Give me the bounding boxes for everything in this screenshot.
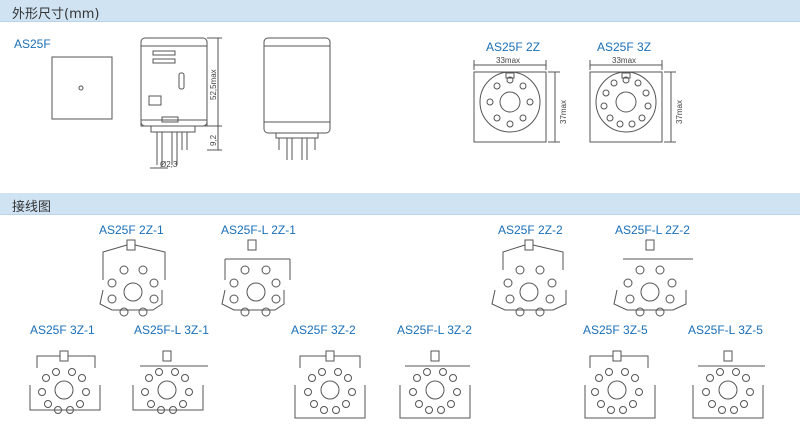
rear-view-relay	[263, 37, 331, 160]
wiring-label-3z2: AS25F 3Z-2	[291, 323, 356, 337]
wiring-label-2z1: AS25F 2Z-1	[99, 223, 164, 237]
wiring-label-l3z5: AS25F-L 3Z-5	[688, 323, 763, 337]
dim-3z-depth: 37max	[675, 100, 684, 124]
wiring-label-l2z2: AS25F-L 2Z-2	[615, 223, 690, 237]
dimensions-section-bar: 外形尺寸(mm)	[0, 0, 800, 22]
wiring-label-l3z1: AS25F-L 3Z-1	[134, 323, 209, 337]
wiring-l2z2	[613, 239, 693, 317]
base-3z-title: AS25F 3Z	[597, 40, 652, 54]
base-3z-drawing	[589, 60, 676, 143]
wiring-l3z2	[399, 350, 471, 419]
wiring-2z1	[99, 239, 166, 317]
wiring-l3z1	[132, 350, 208, 414]
dim-2z-width: 33max	[496, 56, 520, 65]
wiring-l2z1	[221, 239, 291, 317]
wiring-label-3z1: AS25F 3Z-1	[30, 323, 95, 337]
wiring-l3z5	[692, 350, 765, 419]
wiring-label-l2z1: AS25F-L 2Z-1	[221, 223, 296, 237]
front-view-square	[51, 56, 113, 120]
wiring-section-bar: 接线图	[0, 193, 800, 215]
wiring-label-l3z2: AS25F-L 3Z-2	[397, 323, 472, 337]
dim-3z-width: 33max	[612, 56, 636, 65]
base-2z-title: AS25F 2Z	[486, 40, 541, 54]
wiring-label-3z5: AS25F 3Z-5	[583, 323, 648, 337]
wiring-3z1	[29, 350, 101, 414]
dim-height: 52,5max	[209, 69, 218, 100]
wiring-label-2z2: AS25F 2Z-2	[498, 223, 563, 237]
dim-pin-diameter: Ø2,3	[160, 160, 178, 169]
wiring-2z2	[491, 239, 567, 317]
wiring-section-title: 接线图	[12, 200, 52, 215]
dimensions-section-title: 外形尺寸(mm)	[12, 7, 100, 22]
front-view-label: AS25F	[14, 37, 51, 51]
front-view-dot	[78, 85, 84, 91]
side-view-relay	[140, 37, 222, 169]
base-2z-drawing	[473, 60, 560, 143]
wiring-3z2	[294, 350, 366, 419]
dim-2z-depth: 37max	[559, 100, 568, 124]
dim-pin-length: 9,2	[209, 134, 218, 146]
wiring-3z5	[584, 350, 656, 419]
